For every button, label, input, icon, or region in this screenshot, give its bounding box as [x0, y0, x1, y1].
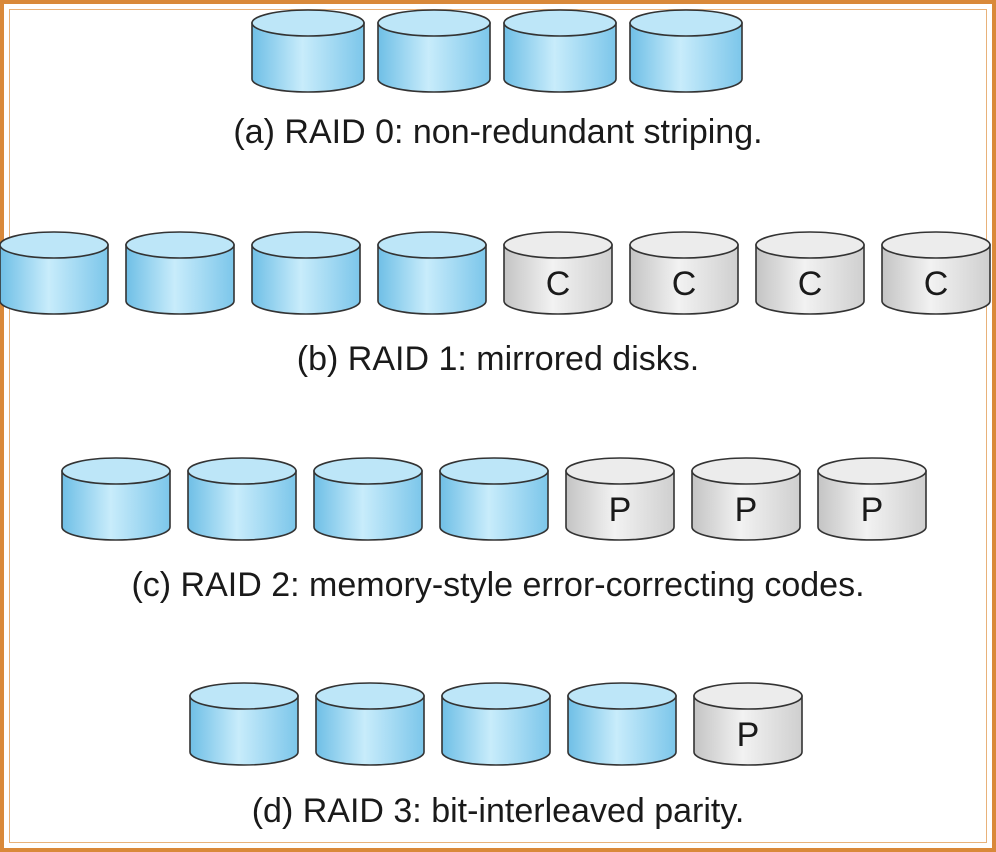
disk-label: P [609, 491, 632, 529]
data-disk-1-3 [377, 231, 487, 315]
disk-body [691, 470, 801, 541]
disk-body [629, 244, 739, 315]
disk-top [439, 457, 549, 485]
disk-label: C [546, 265, 571, 303]
data-disk-1-0 [0, 231, 109, 315]
check-disk-1-5: C [629, 231, 739, 315]
disk-top [817, 457, 927, 485]
disk-top [691, 457, 801, 485]
disk-top [251, 9, 365, 37]
disk-body [881, 244, 991, 315]
raid0-caption: (a) RAID 0: non-redundant striping. [233, 113, 763, 151]
disk-top [0, 231, 109, 259]
data-disk-2-3 [439, 457, 549, 541]
disk-body [251, 22, 365, 93]
check-disk-3-4: P [693, 682, 803, 766]
raid3-disk-row: P [189, 682, 803, 766]
disk-top [441, 682, 551, 710]
raid0-disk-row [251, 9, 743, 93]
disk-top [315, 682, 425, 710]
raid2-caption: (c) RAID 2: memory-style error-correctin… [131, 566, 865, 604]
disk-label: C [798, 265, 823, 303]
disk-body [0, 244, 109, 315]
disk-top [189, 682, 299, 710]
disk-body [567, 695, 677, 766]
data-disk-3-0 [189, 682, 299, 766]
disk-top [503, 231, 613, 259]
disk-label: C [924, 265, 949, 303]
data-disk-1-2 [251, 231, 361, 315]
disk-top [881, 231, 991, 259]
disk-top [251, 231, 361, 259]
check-disk-1-6: C [755, 231, 865, 315]
disk-body [377, 22, 491, 93]
disk-top [377, 9, 491, 37]
disk-top [313, 457, 423, 485]
check-disk-2-5: P [691, 457, 801, 541]
disk-top [693, 682, 803, 710]
disk-label: P [735, 491, 758, 529]
disk-body [251, 244, 361, 315]
raid1-caption: (b) RAID 1: mirrored disks. [296, 340, 700, 378]
data-disk-3-3 [567, 682, 677, 766]
disk-top [377, 231, 487, 259]
check-disk-1-7: C [881, 231, 991, 315]
data-disk-3-2 [441, 682, 551, 766]
disk-top [629, 231, 739, 259]
disk-top [565, 457, 675, 485]
disk-body [565, 470, 675, 541]
data-disk-2-1 [187, 457, 297, 541]
disk-body [817, 470, 927, 541]
disk-body [313, 470, 423, 541]
disk-body [441, 695, 551, 766]
disk-top [629, 9, 743, 37]
data-disk-0-1 [377, 9, 491, 93]
data-disk-2-0 [61, 457, 171, 541]
check-disk-2-6: P [817, 457, 927, 541]
data-disk-3-1 [315, 682, 425, 766]
disk-top [61, 457, 171, 485]
data-disk-0-3 [629, 9, 743, 93]
disk-top [187, 457, 297, 485]
disk-body [315, 695, 425, 766]
raid3-caption: (d) RAID 3: bit-interleaved parity. [251, 792, 745, 830]
disk-body [439, 470, 549, 541]
disk-body [629, 22, 743, 93]
disk-top [755, 231, 865, 259]
disk-body [125, 244, 235, 315]
disk-body [755, 244, 865, 315]
figure-inner-border [9, 9, 987, 843]
data-disk-1-1 [125, 231, 235, 315]
disk-body [189, 695, 299, 766]
disk-top [567, 682, 677, 710]
check-disk-1-4: C [503, 231, 613, 315]
data-disk-2-2 [313, 457, 423, 541]
disk-label: P [861, 491, 884, 529]
disk-top [503, 9, 617, 37]
disk-body [693, 695, 803, 766]
disk-body [503, 22, 617, 93]
disk-label: C [672, 265, 697, 303]
check-disk-2-4: P [565, 457, 675, 541]
disk-body [187, 470, 297, 541]
disk-body [377, 244, 487, 315]
disk-label: P [737, 716, 760, 754]
disk-body [503, 244, 613, 315]
data-disk-0-2 [503, 9, 617, 93]
disk-top [125, 231, 235, 259]
data-disk-0-0 [251, 9, 365, 93]
disk-body [61, 470, 171, 541]
